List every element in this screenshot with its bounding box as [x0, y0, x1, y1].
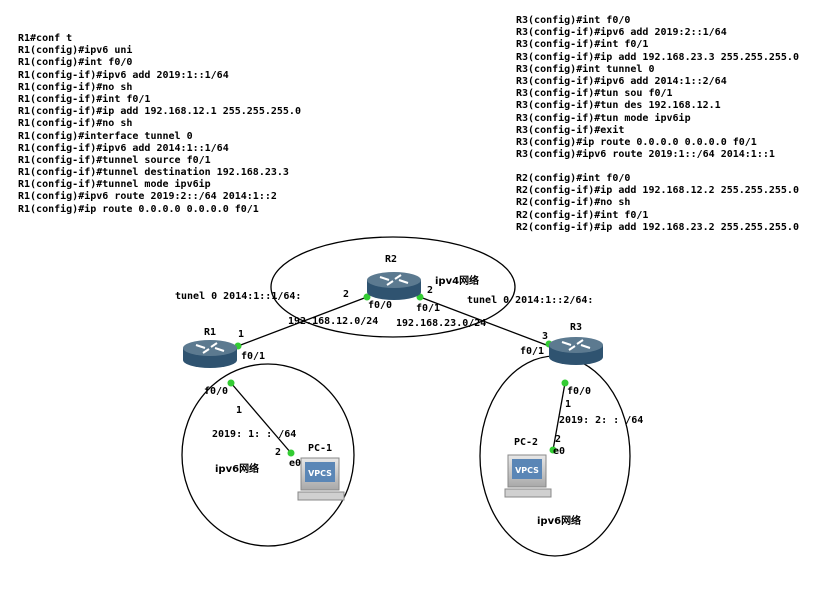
- r2-port-left: 2: [343, 289, 349, 300]
- r1-if-f01: f0/1: [241, 351, 265, 362]
- pc2-port: 2: [555, 434, 561, 445]
- r3-port-up: 3: [542, 331, 548, 342]
- r1-port-down: 1: [236, 405, 242, 416]
- router-r2-icon[interactable]: [367, 272, 421, 300]
- net-2019-1: 2019: 1: : /64: [212, 429, 296, 440]
- r1-if-f00: f0/0: [204, 386, 228, 397]
- ipv6-cloud-left-label: ipv6网络: [215, 462, 259, 475]
- r3-config-line: R3(config)#int f0/0: [516, 15, 631, 26]
- ipv4-network-ellipse: [270, 236, 516, 338]
- r3-config-line: R3(config)#ipv6 route 2019:1::/64 2014:1…: [516, 149, 775, 161]
- r3-config-line: R3(config-if)#int f0/1: [516, 39, 649, 51]
- r1-config-line: R1(config-if)#ip add 192.168.12.1 255.25…: [18, 106, 301, 118]
- r1-config-line: R1#conf t: [18, 33, 73, 44]
- pc2-vpcs-badge: VPCS: [515, 466, 539, 475]
- link-r1-r2: [237, 296, 368, 347]
- r1-config-line: R1(config-if)#ipv6 add 2014:1::1/64: [18, 142, 229, 154]
- ipv6-network-left-ellipse: [181, 363, 355, 547]
- r1-config-line: R1(config)#int f0/0: [18, 57, 133, 69]
- router-r1-icon[interactable]: [183, 340, 237, 368]
- r3-if-f00: f0/0: [567, 386, 591, 397]
- r2-f00-dot: [363, 293, 371, 301]
- r2-config-line: R2(config-if)#int f0/1: [516, 209, 649, 221]
- r2-if-f00: f0/0: [368, 300, 392, 311]
- r3-config-line: R3(config-if)#tun des 192.168.12.1: [516, 100, 721, 112]
- pc1-vpcs-badge: VPCS: [308, 469, 332, 478]
- pc1-port: 2: [275, 447, 281, 458]
- link-r3-pc2: [552, 382, 566, 451]
- r1-config-line: R1(config)#interface tunnel 0: [18, 130, 193, 142]
- pc1-e0-dot: [287, 449, 295, 457]
- r1-config-line: R1(config)#ipv6 route 2019:2::/64 2014:1…: [18, 191, 277, 203]
- link-r1-pc1: [230, 382, 292, 454]
- r3-label: R3: [570, 322, 582, 333]
- link-r2-r3: [419, 296, 550, 347]
- r3-config-line: R3(config-if)#tun mode ipv6ip: [516, 112, 691, 124]
- ipv4-cloud-label: ipv4网络: [435, 274, 479, 287]
- r3-tunnel-label: tunel 0 2014:1::2/64:: [467, 295, 593, 306]
- pc2-e0-dot: [549, 446, 557, 454]
- r3-if-f01: f0/1: [520, 346, 544, 357]
- r3-config-line: R3(config-if)#exit: [516, 124, 625, 136]
- r1-port-up: 1: [238, 329, 244, 340]
- r2-config-line: R2(config-if)#ip add 192.168.23.2 255.25…: [516, 221, 799, 233]
- r2-port-right: 2: [427, 285, 433, 296]
- net-192-168-12: 192.168.12.0/24: [288, 316, 378, 327]
- pc1-if: e0: [289, 458, 301, 469]
- r2-config-line: R2(config)#int f0/0: [516, 173, 631, 184]
- r1-config-line: R1(config-if)#tunnel mode ipv6ip: [18, 179, 211, 191]
- r2-if-f01: f0/1: [416, 303, 440, 314]
- pc2-label: PC-2: [514, 437, 538, 448]
- r1-config-line: R1(config)#ipv6 uni: [18, 45, 133, 57]
- r1-f00-dot: [227, 379, 235, 387]
- r1-config-line: R1(config-if)#ipv6 add 2019:1::1/64: [18, 69, 229, 81]
- r3-config-line: R3(config-if)#ipv6 add 2019:2::1/64: [516, 27, 727, 39]
- pc1-icon[interactable]: VPCS: [297, 457, 345, 501]
- link-endpoints: [227, 293, 569, 457]
- r1-config-line: R1(config-if)#no sh: [18, 118, 133, 130]
- net-2019-2: 2019: 2: : /64: [559, 415, 643, 426]
- r3-config-line: R3(config-if)#ipv6 add 2014:1::2/64: [516, 75, 727, 87]
- r3-f00-dot: [561, 379, 569, 387]
- ipv6-cloud-right-label: ipv6网络: [537, 514, 581, 527]
- pc1-label: PC-1: [308, 443, 332, 454]
- r3-config-line: R3(config)#ip route 0.0.0.0 0.0.0.0 f0/1: [516, 136, 757, 148]
- r1-config-line: R1(config)#ip route 0.0.0.0 0.0.0.0 f0/1: [18, 203, 259, 215]
- r2-config-line: R2(config-if)#ip add 192.168.12.2 255.25…: [516, 185, 799, 197]
- r1-config-line: R1(config-if)#tunnel source f0/1: [18, 154, 211, 166]
- r1-tunnel-label: tunel 0 2014:1::1/64:: [175, 291, 301, 302]
- pc2-if: e0: [553, 446, 565, 457]
- net-192-168-23: 192.168.23.0/24: [396, 318, 486, 329]
- r1-config-line: R1(config-if)#no sh: [18, 81, 133, 93]
- r1-config-line: R1(config-if)#int f0/1: [18, 93, 151, 105]
- r2-label: R2: [385, 254, 397, 265]
- r1-label: R1: [204, 327, 216, 338]
- r3-config-line: R3(config-if)#ip add 192.168.23.3 255.25…: [516, 51, 799, 63]
- r3-port-down: 1: [565, 399, 571, 410]
- r3-config-line: R3(config)#int tunnel 0: [516, 63, 655, 75]
- r3-config-line: R3(config-if)#tun sou f0/1: [516, 88, 673, 100]
- router-r3-icon[interactable]: [549, 337, 603, 365]
- pc2-icon[interactable]: VPCS: [504, 454, 552, 498]
- r1-config-line: R1(config-if)#tunnel destination 192.168…: [18, 167, 289, 179]
- r2-config-line: R2(config-if)#no sh: [516, 197, 631, 209]
